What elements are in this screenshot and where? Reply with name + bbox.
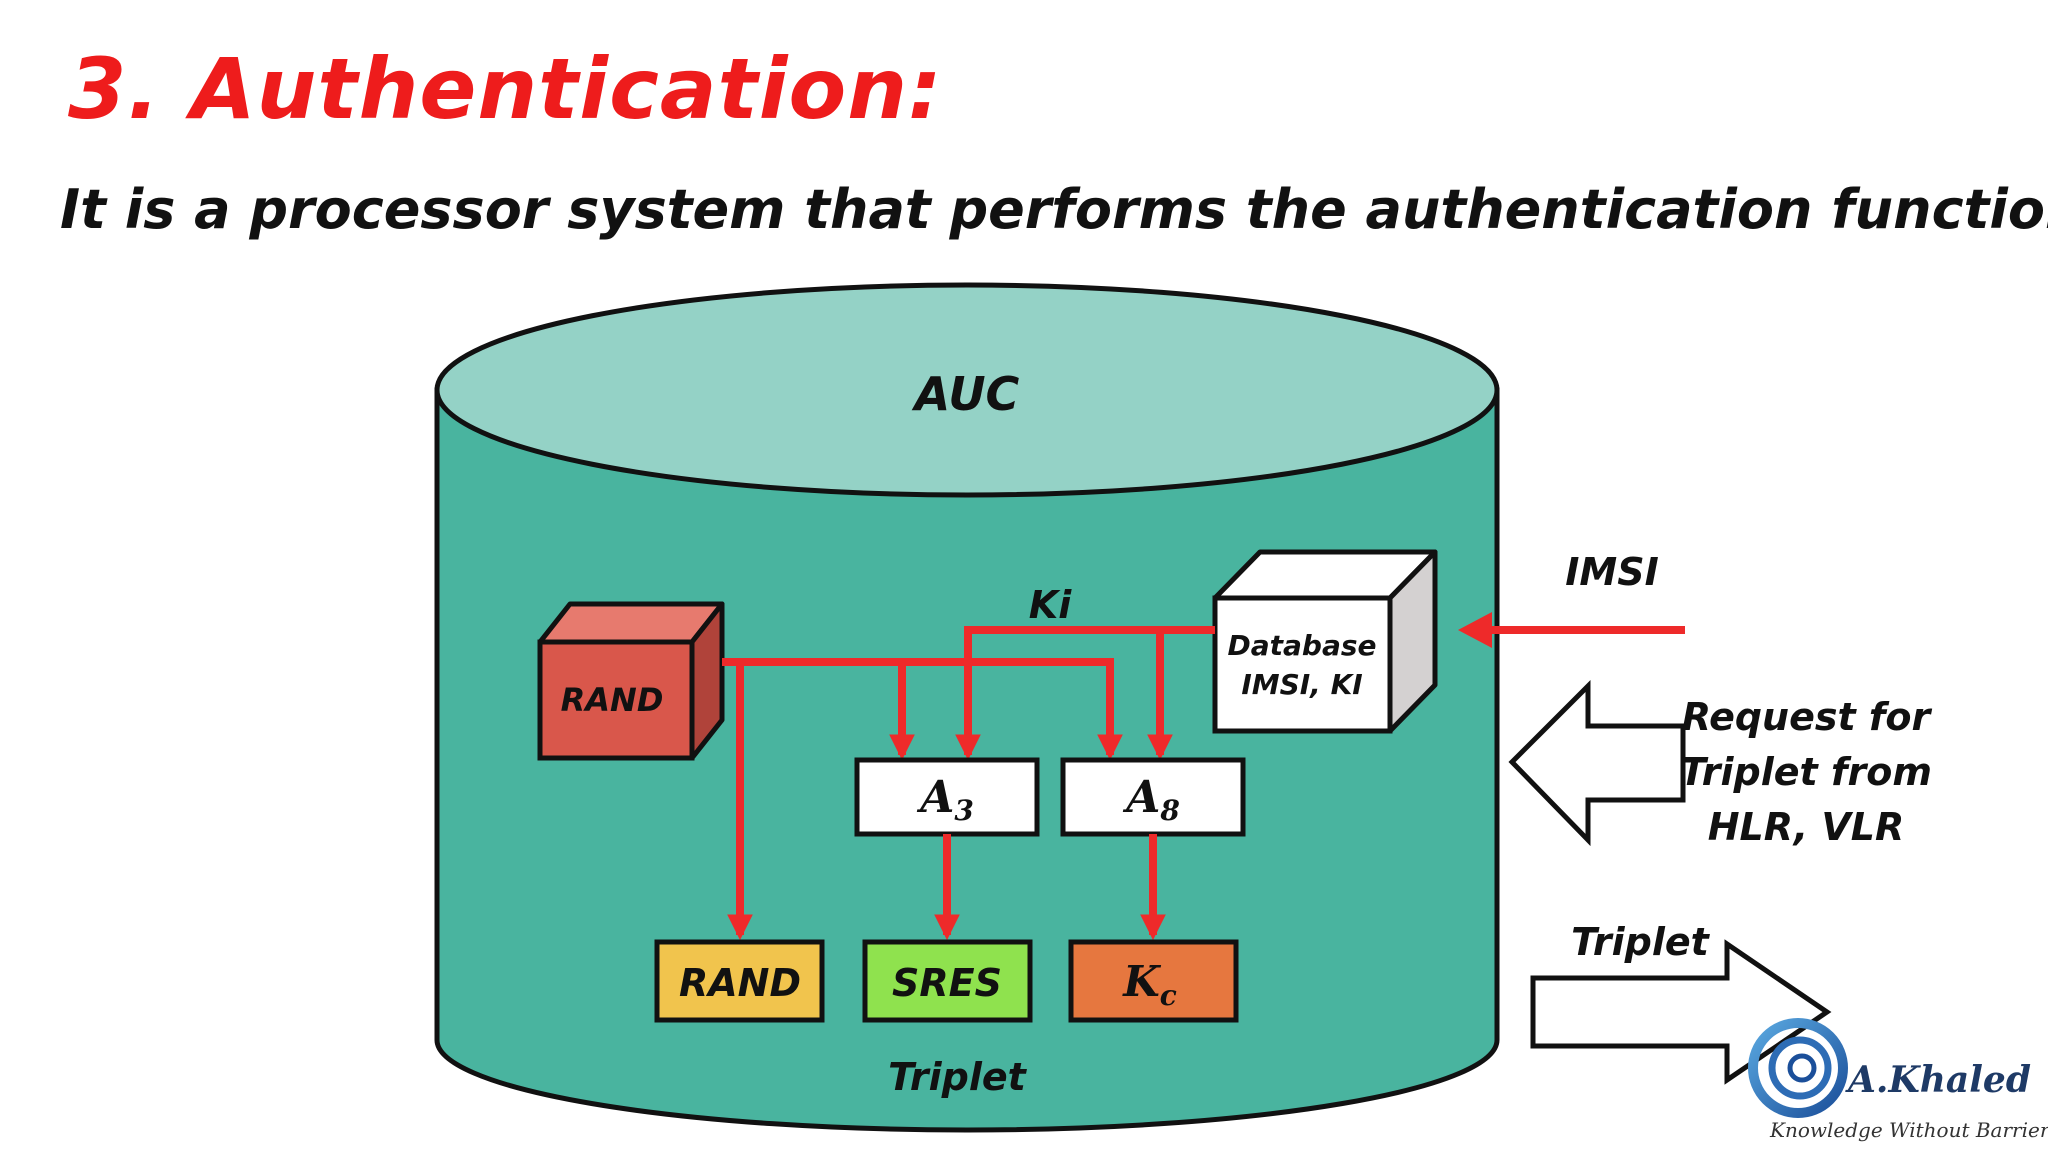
database-cube	[1212, 549, 1438, 734]
output-sres-label: SRES	[892, 961, 1002, 1005]
a3-box	[854, 757, 1040, 837]
page-title: 3. Authentication:	[68, 40, 943, 138]
output-kc-box	[1068, 939, 1239, 1023]
request-line2: Triplet from	[1680, 750, 1932, 794]
logo-name: A.Khaled	[1845, 1059, 2031, 1101]
output-sres-box	[862, 939, 1033, 1023]
request-line3: HLR, VLR	[1708, 805, 1905, 849]
triplet-output-arrow	[1530, 939, 1832, 1085]
akhaled-logo: A.Khaled Knowledge Without Barriers	[1748, 1018, 2048, 1142]
a8-box	[1060, 757, 1246, 837]
a3-subscript: 3	[954, 794, 973, 827]
a8-subscript: 8	[1159, 794, 1179, 827]
triplet-caption: Triplet	[888, 1055, 1028, 1099]
auc-label: AUC	[912, 367, 1020, 421]
kc-letter: K	[1122, 957, 1161, 1006]
a8-label: A8	[1122, 772, 1180, 827]
output-rand-box	[654, 939, 825, 1023]
imsi-arrow	[1458, 612, 1685, 648]
a8-letter: A	[1122, 772, 1160, 823]
database-line1: Database	[1227, 629, 1376, 662]
ki-to-a3-arrow	[955, 626, 1215, 761]
logo-tagline: Knowledge Without Barriers	[1769, 1118, 2048, 1142]
a3-letter: A	[916, 772, 954, 823]
output-kc-label: Kc	[1122, 957, 1177, 1012]
page-subtitle: It is a processor system that performs t…	[60, 178, 2048, 241]
database-line2: IMSI, KI	[1241, 668, 1362, 701]
kc-subscript: c	[1160, 979, 1177, 1012]
triplet-output-label: Triplet	[1571, 920, 1711, 964]
logo-ring-icon	[1748, 1018, 1848, 1118]
rand-cube-label: RAND	[561, 681, 664, 719]
imsi-label: IMSI	[1565, 550, 1658, 594]
output-rand-label: RAND	[679, 961, 801, 1005]
request-line1: Request for	[1682, 695, 1933, 739]
rand-to-a8-arrow	[722, 658, 1123, 761]
ki-connectors	[955, 626, 1215, 761]
rand-cube	[537, 601, 725, 761]
ki-label: Ki	[1029, 583, 1072, 627]
rand-connectors	[722, 658, 1123, 941]
request-arrow	[1508, 679, 1686, 847]
a3-label: A3	[916, 772, 974, 827]
